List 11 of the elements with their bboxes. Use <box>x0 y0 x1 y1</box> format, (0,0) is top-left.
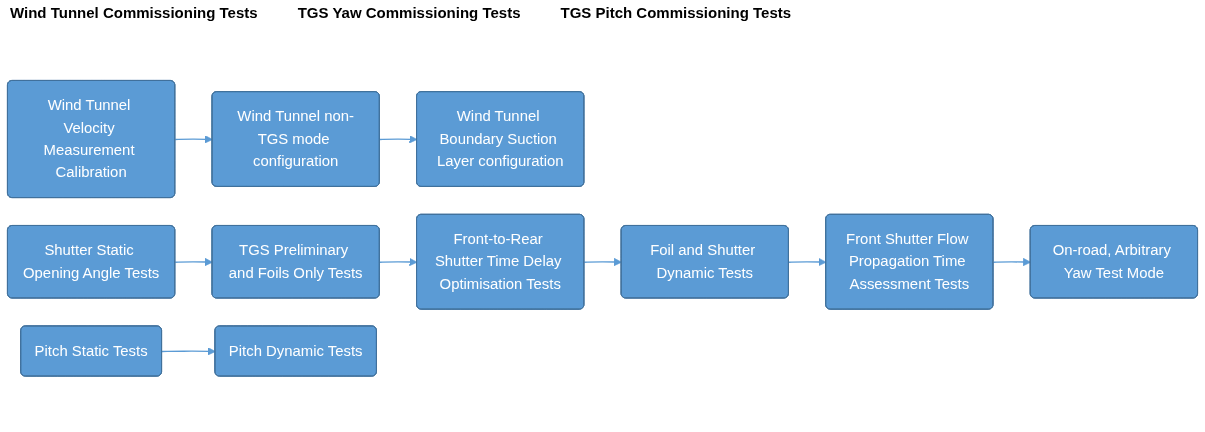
section-heading: TGS Yaw Commissioning Tests <box>297 4 521 21</box>
arrow <box>379 258 418 267</box>
arrow <box>788 258 827 267</box>
arrow <box>992 258 1032 267</box>
arrow <box>379 135 418 144</box>
arrow <box>161 347 216 356</box>
arrow <box>583 258 622 267</box>
arrow <box>174 135 213 144</box>
arrow <box>174 258 213 267</box>
section-heading: Wind Tunnel Commissioning Tests <box>10 4 258 21</box>
section-heading: TGS Pitch Commissioning Tests <box>560 4 792 21</box>
